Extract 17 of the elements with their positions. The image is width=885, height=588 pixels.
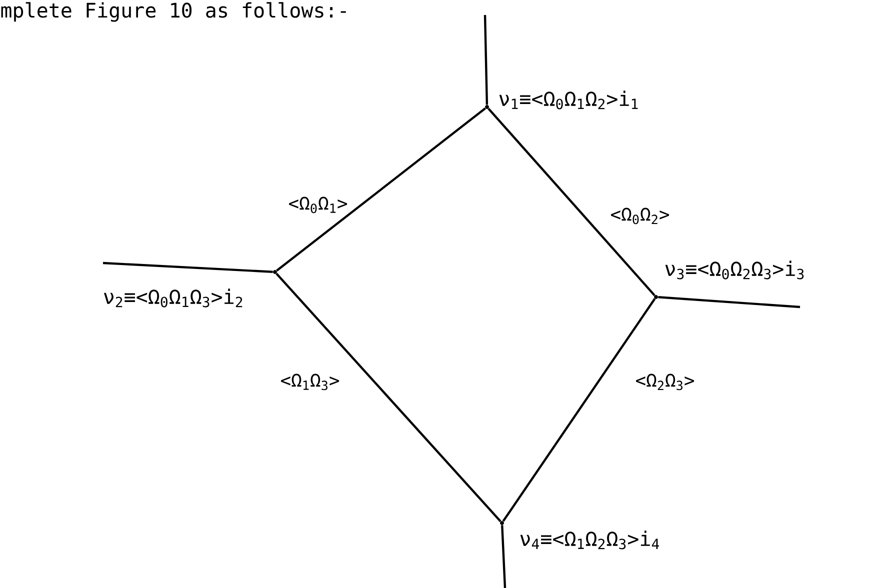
- line: [501, 525, 506, 588]
- vertex-label: ν$_{2}$≡<Ω$_{0}$Ω$_{1}$Ω$_{3}$>i$_{2}$: [104, 288, 242, 308]
- edge-label: <Ω$_{0}$Ω$_{2}$>: [611, 208, 669, 224]
- vertex-label: ν$_{4}$≡<Ω$_{1}$Ω$_{2}$Ω$_{3}$>i$_{4}$: [520, 530, 659, 550]
- line: [488, 108, 656, 296]
- line: [276, 107, 486, 272]
- line: [102, 262, 273, 273]
- vertex-label: ν$_{3}$≡<Ω$_{0}$Ω$_{2}$Ω$_{3}$>i$_{3}$: [665, 260, 804, 280]
- line: [484, 14, 488, 105]
- line: [658, 296, 800, 308]
- line: [276, 272, 502, 522]
- heading-text: mplete Figure 10 as follows:-: [1, 2, 346, 22]
- vertex-label: ν$_{1}$≡<Ω$_{0}$Ω$_{1}$Ω$_{2}$>i$_{1}$: [499, 90, 638, 110]
- edge-label: <Ω$_{0}$Ω$_{1}$>: [289, 196, 347, 214]
- edge-label: <Ω$_{2}$Ω$_{3}$>: [636, 374, 694, 390]
- edge-label: <Ω$_{1}$Ω$_{3}$>: [281, 374, 339, 390]
- line: [502, 298, 656, 522]
